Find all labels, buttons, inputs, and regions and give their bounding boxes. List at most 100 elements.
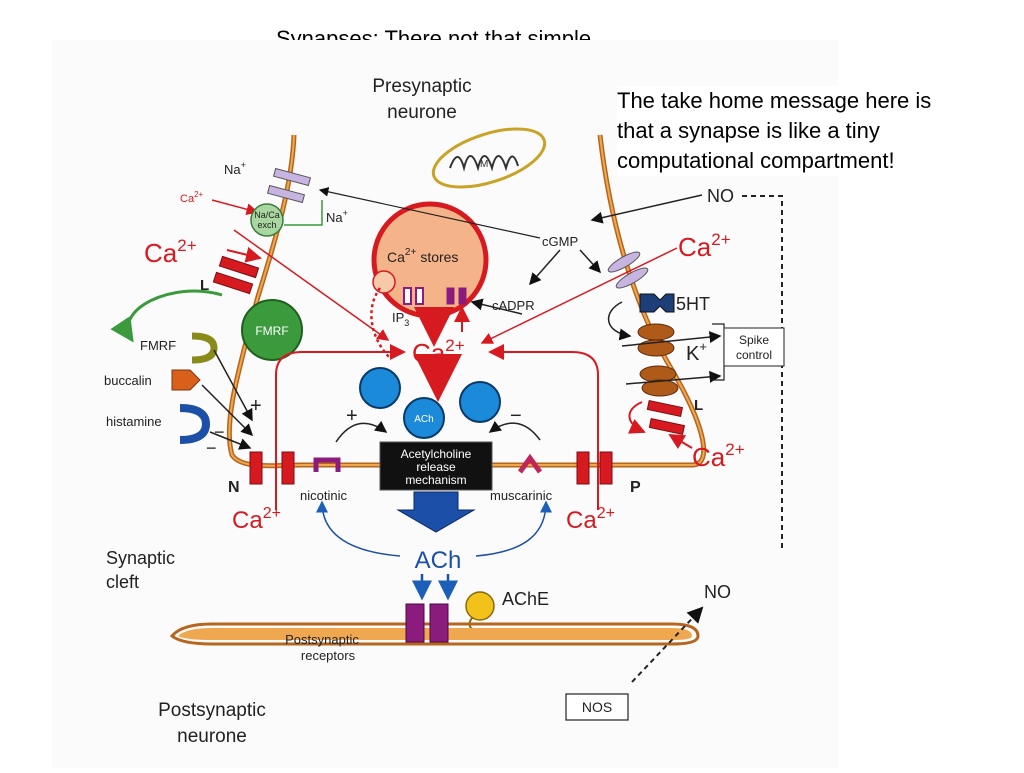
nos-box <box>565 693 629 721</box>
nos-to-no-arrow <box>631 606 704 683</box>
take-home-line-3: computational compartment! <box>617 148 895 173</box>
ach-label: ACh <box>415 547 462 574</box>
synapse-svg: Presynaptic neurone M Na+ Ca2+ Na/Ca exc… <box>104 76 785 747</box>
buccalin-effect-arrow <box>201 384 254 437</box>
ach-to-nicotinic-arrow <box>316 500 401 557</box>
nicotinic-receptor <box>313 457 341 472</box>
ca-right-to-center-arrow <box>480 247 678 344</box>
nicotinic-label: nicotinic <box>300 488 347 503</box>
ca-left-to-center-arrow <box>233 229 390 341</box>
ip3-dotted-path <box>370 287 391 359</box>
buccalin-label: buccalin <box>104 373 152 388</box>
ca-stores-label: Ca2+stores <box>387 247 458 265</box>
fmrf-effect-arrow <box>213 349 253 422</box>
no-to-cgmp-arrow <box>590 194 703 224</box>
ca-right-loop <box>488 344 599 510</box>
plus-left: + <box>250 395 262 417</box>
take-home-line-2: that a synapse is like a tiny <box>617 118 880 143</box>
cadpr-label: cADPR <box>492 298 535 313</box>
release-label-3: mechanism <box>405 473 466 487</box>
histamine-receptor <box>179 404 211 444</box>
ca-left-label: Ca2+ <box>144 236 197 268</box>
exchanger-label-2: exch <box>257 220 276 230</box>
ca-right-top-label: Ca2+ <box>678 230 731 262</box>
buccalin-receptor <box>171 369 201 391</box>
ach-release-arrow <box>396 491 476 533</box>
exchanger-link <box>284 200 323 226</box>
cgmp-to-channel-arrow <box>579 249 602 274</box>
n-channel-b <box>281 451 295 485</box>
plus-center: + <box>346 405 358 427</box>
nos-label: NOS <box>582 699 612 715</box>
minus-left-1: − <box>214 422 225 442</box>
ca-small-label: Ca2+ <box>180 190 204 205</box>
ach-to-muscarinic-arrow <box>475 500 552 557</box>
ca-right-bottom-arrow <box>668 433 693 450</box>
mitochondrion-label: M <box>480 159 488 170</box>
presynaptic-membrane-inner <box>228 134 705 467</box>
no-top-label: NO <box>707 186 734 206</box>
vesicle-ach-label: ACh <box>414 414 433 425</box>
cgmp-to-na-arrow <box>318 187 541 239</box>
cgmp-channel-b <box>615 267 649 289</box>
ip3-receptor-ball <box>372 270 396 294</box>
l-channel-left-label: L <box>200 277 209 294</box>
nicotinic-feedback-arrow <box>335 420 388 443</box>
ache-enzyme <box>465 591 495 621</box>
vesicle-right <box>459 381 501 423</box>
fmrf-curve-arrow <box>110 289 223 343</box>
ca-bottom-left-label: Ca2+ <box>232 505 281 534</box>
k-label: K+ <box>686 339 707 365</box>
muscarinic-label: muscarinic <box>490 488 553 503</box>
release-label-1: Acetylcholine <box>401 447 472 461</box>
n-channel-a <box>249 451 263 485</box>
p-channel-label: P <box>630 479 641 496</box>
no-dashed-line <box>742 195 783 550</box>
minus-left-2: − <box>206 438 217 458</box>
postsynaptic-label-1: Postsynaptic <box>158 700 266 721</box>
vesicle-left <box>359 367 401 409</box>
ca-bottom-right-label: Ca2+ <box>566 505 615 534</box>
histamine-effect-arrow <box>209 431 252 450</box>
ca-left-loop <box>275 344 406 510</box>
histamine-label: histamine <box>106 414 162 429</box>
release-mechanism-box <box>379 441 493 491</box>
post-receptor-a <box>405 603 425 643</box>
presynaptic-label-1: Presynaptic <box>372 76 471 97</box>
cgmp-label: cGMP <box>542 234 578 249</box>
ryr-channel-a <box>446 287 455 305</box>
ache-label: AChE <box>502 589 549 609</box>
cadpr-arrow <box>470 298 523 315</box>
synaptic-cleft-label-1: Synaptic <box>106 548 175 568</box>
fmrf-receptor <box>191 332 218 364</box>
mitochondrion: M <box>431 127 547 189</box>
ip3-channel-a <box>403 287 412 305</box>
post-receptor-b <box>429 603 449 643</box>
spike-control-label-1: Spike <box>739 333 769 347</box>
spike-control-label-2: control <box>736 348 772 362</box>
5ht-curve-arrow <box>607 301 632 341</box>
l-channel-left <box>212 255 260 295</box>
postsynaptic-label-2: neurone <box>177 726 247 747</box>
cgmp-channel-a <box>607 251 641 273</box>
spike-control-box <box>723 327 785 367</box>
ip3-channel-b <box>415 287 424 305</box>
ryr-channel-b <box>458 287 467 305</box>
exchanger-label-1: Na/Ca <box>254 210 280 220</box>
synaptic-cleft-label-2: cleft <box>106 572 139 592</box>
k-channel-top <box>637 323 675 341</box>
post-receptors-label-1: Postsynaptic <box>285 632 359 647</box>
fmrf-vesicle-label: FMRF <box>255 324 288 338</box>
na-channel-bottom <box>266 184 306 204</box>
muscarinic-feedback-arrow <box>488 420 541 441</box>
na-ca-exchanger <box>250 203 284 237</box>
no-bottom-label: NO <box>704 582 731 602</box>
na-label: Na+ <box>224 160 246 177</box>
take-home-line-1: The take home message here is <box>617 88 932 113</box>
presynaptic-label-2: neurone <box>387 102 457 123</box>
5ht-label: 5HT <box>676 294 710 314</box>
l-channel-right-label: L <box>694 397 703 414</box>
spike-bracket <box>712 323 725 381</box>
muscarinic-receptor <box>517 453 543 474</box>
release-label-2: release <box>416 460 456 474</box>
